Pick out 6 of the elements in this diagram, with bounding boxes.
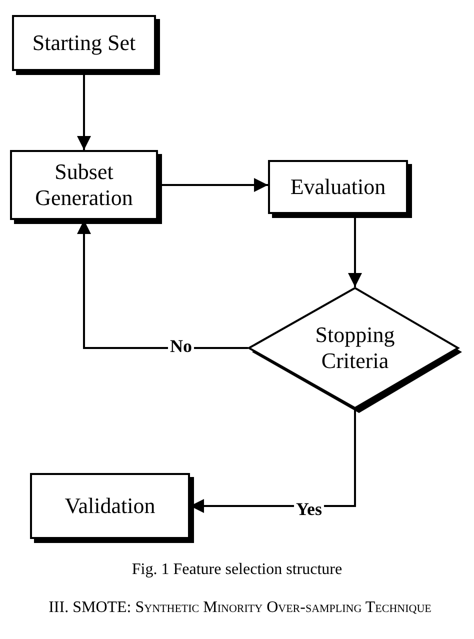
section-heading: III. SMOTE: Synthetic Minority Over-sampling Technique <box>48 598 432 617</box>
figure-caption: Fig. 1 Feature selection structure <box>130 560 344 580</box>
node-text: Validation <box>64 493 156 519</box>
node-text: Evaluation <box>289 174 387 200</box>
node-text: Subset Generation <box>34 159 134 211</box>
node-text: Starting Set <box>31 30 137 56</box>
